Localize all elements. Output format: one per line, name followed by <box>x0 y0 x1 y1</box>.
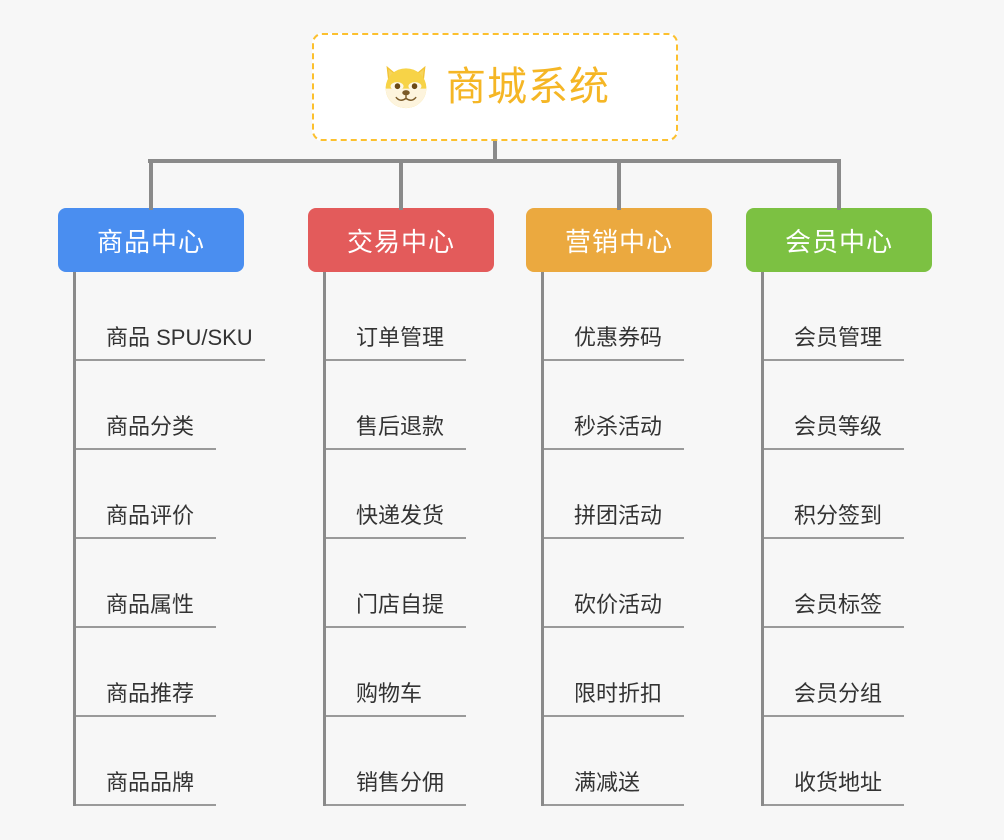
leaf-item-label: 会员等级 <box>794 414 883 439</box>
leaf-item-label: 积分签到 <box>794 503 883 528</box>
leaf-item[interactable]: 砍价活动 <box>544 539 712 628</box>
leaf-item-label: 秒杀活动 <box>574 414 663 439</box>
leaf-item[interactable]: 商品推荐 <box>76 628 244 717</box>
branch-leaf-list-3: 优惠券码秒杀活动拼团活动砍价活动限时折扣满减送 <box>541 272 712 806</box>
leaf-item-label: 商品推荐 <box>106 681 195 706</box>
leaf-item-label: 门店自提 <box>356 592 445 617</box>
leaf-item[interactable]: 会员分组 <box>764 628 932 717</box>
leaf-item[interactable]: 收货地址 <box>764 717 932 806</box>
leaf-item-label: 拼团活动 <box>574 503 663 528</box>
leaf-item[interactable]: 拼团活动 <box>544 450 712 539</box>
branch-drop-connector-3 <box>617 159 621 210</box>
leaf-item-underline <box>326 359 466 361</box>
branch-drop-connector-2 <box>399 159 403 210</box>
leaf-item-label: 满减送 <box>574 770 641 795</box>
branch-bus-connector <box>148 159 839 163</box>
branch-header-label: 营销中心 <box>564 226 673 257</box>
leaf-item-underline <box>764 626 904 628</box>
branch-header-1[interactable]: 商品中心 <box>58 208 244 272</box>
branch-column-3: 营销中心优惠券码秒杀活动拼团活动砍价活动限时折扣满减送 <box>526 208 712 806</box>
leaf-item-label: 限时折扣 <box>574 681 663 706</box>
leaf-item[interactable]: 订单管理 <box>326 272 494 361</box>
leaf-item-label: 商品属性 <box>106 592 195 617</box>
leaf-item-underline <box>544 359 684 361</box>
branch-leaf-list-1: 商品 SPU/SKU 商品分类商品评价商品属性商品推荐商品品牌 <box>73 272 265 806</box>
branch-leaf-list-2: 订单管理售后退款快递发货门店自提购物车销售分佣 <box>323 272 494 806</box>
leaf-item-underline <box>76 537 216 539</box>
leaf-item[interactable]: 商品品牌 <box>76 717 244 806</box>
leaf-item-label: 商品品牌 <box>106 770 195 795</box>
root-title: 商城系统 <box>446 65 610 109</box>
branch-header-label: 商品中心 <box>96 226 205 257</box>
branch-column-4: 会员中心会员管理会员等级积分签到会员标签会员分组收货地址 <box>746 208 932 806</box>
leaf-item-underline <box>764 804 904 806</box>
branch-header-2[interactable]: 交易中心 <box>308 208 494 272</box>
leaf-item[interactable]: 商品 SPU/SKU <box>76 272 265 361</box>
root-stem-connector <box>493 141 497 162</box>
leaf-item-underline <box>544 804 684 806</box>
leaf-item-label: 收货地址 <box>794 770 883 795</box>
leaf-item-underline <box>764 537 904 539</box>
leaf-item-underline <box>544 448 684 450</box>
leaf-item-underline <box>326 537 466 539</box>
leaf-item-underline <box>326 804 466 806</box>
leaf-item-underline <box>544 715 684 717</box>
leaf-item[interactable]: 商品评价 <box>76 450 244 539</box>
leaf-item-underline <box>76 804 216 806</box>
leaf-item[interactable]: 销售分佣 <box>326 717 494 806</box>
leaf-item-label: 商品评价 <box>106 503 195 528</box>
branch-drop-connector-1 <box>149 159 153 210</box>
leaf-item-label: 销售分佣 <box>356 770 445 795</box>
leaf-item-underline <box>76 359 265 361</box>
leaf-item[interactable]: 门店自提 <box>326 539 494 628</box>
leaf-item[interactable]: 会员标签 <box>764 539 932 628</box>
leaf-item[interactable]: 商品属性 <box>76 539 244 628</box>
leaf-item-underline <box>764 359 904 361</box>
root-node[interactable]: 商城系统 <box>312 33 678 141</box>
leaf-item[interactable]: 会员管理 <box>764 272 932 361</box>
leaf-item-label: 售后退款 <box>356 414 445 439</box>
branch-leaf-list-4: 会员管理会员等级积分签到会员标签会员分组收货地址 <box>761 272 932 806</box>
leaf-item[interactable]: 购物车 <box>326 628 494 717</box>
leaf-item-underline <box>326 448 466 450</box>
leaf-item-underline <box>544 537 684 539</box>
leaf-item[interactable]: 积分签到 <box>764 450 932 539</box>
leaf-item-label: 快递发货 <box>356 503 445 528</box>
leaf-item[interactable]: 优惠券码 <box>544 272 712 361</box>
leaf-item[interactable]: 秒杀活动 <box>544 361 712 450</box>
branch-column-1: 商品中心商品 SPU/SKU 商品分类商品评价商品属性商品推荐商品品牌 <box>58 208 265 806</box>
branch-header-label: 会员中心 <box>784 226 893 257</box>
leaf-item[interactable]: 商品分类 <box>76 361 244 450</box>
branch-header-4[interactable]: 会员中心 <box>746 208 932 272</box>
leaf-item-underline <box>76 448 216 450</box>
leaf-item-underline <box>544 626 684 628</box>
leaf-item[interactable]: 售后退款 <box>326 361 494 450</box>
leaf-item-underline <box>76 626 216 628</box>
branch-drop-connector-4 <box>837 159 841 210</box>
leaf-item-underline <box>764 715 904 717</box>
leaf-item[interactable]: 会员等级 <box>764 361 932 450</box>
shiba-dog-emoji <box>385 65 427 109</box>
leaf-item-label: 会员标签 <box>794 592 883 617</box>
branch-header-label: 交易中心 <box>346 226 455 257</box>
branch-column-2: 交易中心订单管理售后退款快递发货门店自提购物车销售分佣 <box>308 208 494 806</box>
leaf-item-label: 商品 SPU/SKU <box>106 325 253 350</box>
leaf-item-underline <box>326 626 466 628</box>
leaf-item[interactable]: 满减送 <box>544 717 712 806</box>
leaf-item-label: 购物车 <box>356 681 423 706</box>
leaf-item-label: 会员分组 <box>794 681 883 706</box>
leaf-item-label: 商品分类 <box>106 414 195 439</box>
leaf-item[interactable]: 快递发货 <box>326 450 494 539</box>
leaf-item-label: 砍价活动 <box>574 592 663 617</box>
leaf-item-label: 订单管理 <box>356 325 445 350</box>
leaf-item-label: 优惠券码 <box>574 325 663 350</box>
leaf-item-underline <box>76 715 216 717</box>
leaf-item-underline <box>326 715 466 717</box>
leaf-item[interactable]: 限时折扣 <box>544 628 712 717</box>
branch-header-3[interactable]: 营销中心 <box>526 208 712 272</box>
leaf-item-underline <box>764 448 904 450</box>
leaf-item-label: 会员管理 <box>794 325 883 350</box>
